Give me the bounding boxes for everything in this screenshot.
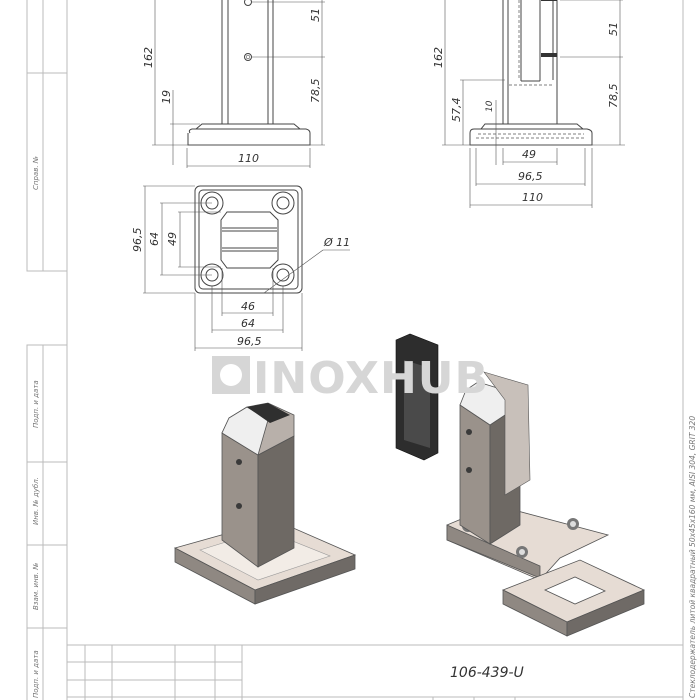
front-view: [152, 0, 325, 168]
side-dim-height: 162: [432, 47, 445, 68]
drawing-frame: [26, 0, 684, 700]
side-dim-width-inner: 49: [522, 148, 536, 161]
mounting-holes: [200, 191, 295, 287]
svg-text:INOXHUB: INOXHUB: [253, 353, 489, 404]
front-dim-base-height: 19: [160, 90, 173, 104]
front-dim-height: 162: [142, 47, 155, 68]
top-dim-width-holes: 64: [241, 317, 255, 330]
side-view: [442, 0, 625, 208]
drawing-code: 106-439-U: [450, 665, 524, 681]
stamp-label-sign-date-2: Подп. и дата: [32, 650, 40, 698]
assembled-holder-render: [173, 402, 357, 605]
top-view: [143, 185, 350, 351]
side-dim-segment-bottom: 78,5: [607, 84, 620, 109]
front-dim-base-width: 110: [238, 152, 259, 165]
top-dim-height-holes: 64: [148, 232, 161, 246]
side-dim-width-outer: 110: [522, 191, 543, 204]
stamp-label-dup-inv: Инв. № дубл.: [32, 477, 40, 525]
side-dim-slot-depth: 57,4: [450, 98, 463, 123]
drawing-title: Стеклодержатель литой квадратный 50x45x1…: [688, 416, 697, 698]
stamp-label-replace-inv: Взам. инв. №: [32, 562, 40, 610]
top-dim-height-outer: 96,5: [131, 228, 144, 253]
stamp-label-ref: Справ. №: [32, 156, 40, 190]
inoxhub-watermark-logo: INOXHUB: [212, 353, 489, 404]
stamp-label-sign-date-1: Подп. и дата: [32, 380, 40, 428]
top-dim-height-inner: 49: [166, 232, 179, 246]
side-dim-width-mid: 96,5: [518, 170, 543, 183]
top-dim-hole-diameter: Ø 11: [323, 236, 350, 249]
front-dim-segment-top: 51: [309, 8, 322, 22]
side-dim-segment-top: 51: [607, 22, 620, 36]
top-dim-width-inner: 46: [241, 300, 255, 313]
front-dim-segment-bottom: 78,5: [309, 79, 322, 104]
top-dim-width-outer: 96,5: [237, 335, 262, 348]
side-dim-base-thickness: 10: [485, 100, 495, 112]
exploded-holder-render: [395, 333, 645, 637]
